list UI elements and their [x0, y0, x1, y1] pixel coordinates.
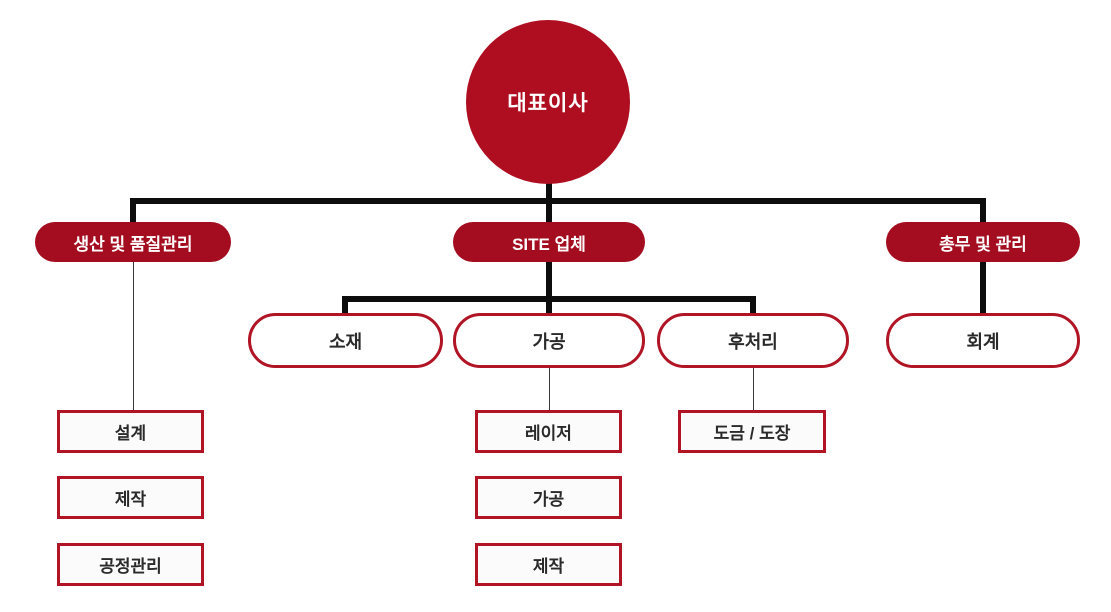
connector-admin-accounting — [980, 262, 986, 316]
connector-stub-processing — [546, 296, 552, 316]
connector-stub-production — [130, 198, 136, 224]
dept-label: 총무 및 관리 — [939, 234, 1027, 254]
connector-site-trunk — [546, 262, 552, 302]
org-node-task-fabrication: 제작 — [57, 476, 204, 519]
org-node-task-laser: 레이저 — [475, 410, 622, 453]
task-label: 도금 / 도장 — [713, 424, 791, 443]
org-node-dept-production-quality: 생산 및 품질관리 — [35, 222, 231, 262]
connector-level2-rail — [130, 198, 986, 204]
org-node-task-design: 설계 — [57, 410, 204, 453]
group-label: 소재 — [328, 331, 363, 352]
org-node-task-production: 제작 — [475, 543, 622, 586]
org-node-group-postprocessing: 후처리 — [657, 313, 849, 368]
task-label: 가공 — [532, 490, 565, 509]
task-label: 설계 — [114, 424, 147, 443]
connector-stub-material — [342, 296, 348, 316]
connector-postprocessing-tasks — [753, 368, 754, 410]
org-node-dept-site-vendors: SITE 업체 — [453, 222, 645, 262]
org-node-task-process-management: 공정관리 — [57, 543, 204, 586]
task-label: 제작 — [114, 490, 147, 509]
task-label: 레이저 — [525, 424, 572, 443]
group-label: 가공 — [532, 331, 566, 352]
group-label: 회계 — [966, 331, 1000, 352]
connector-stub-postprocessing — [750, 296, 756, 316]
dept-label: SITE 업체 — [512, 234, 586, 254]
org-node-group-accounting: 회계 — [886, 313, 1080, 368]
org-node-task-processing: 가공 — [475, 476, 622, 519]
dept-label: 생산 및 품질관리 — [73, 234, 193, 254]
org-node-ceo: 대표이사 — [466, 20, 630, 184]
connector-production-tasks — [133, 262, 134, 410]
org-node-dept-general-affairs: 총무 및 관리 — [886, 222, 1080, 262]
connector-stub-admin — [980, 198, 986, 224]
org-node-group-processing: 가공 — [453, 313, 645, 368]
org-node-group-material: 소재 — [248, 313, 443, 368]
ceo-label: 대표이사 — [507, 92, 589, 115]
task-label: 제작 — [532, 557, 565, 576]
task-label: 공정관리 — [99, 557, 162, 576]
connector-processing-tasks — [549, 368, 550, 410]
org-node-task-plating-painting: 도금 / 도장 — [678, 410, 826, 453]
group-label: 후처리 — [728, 331, 778, 352]
